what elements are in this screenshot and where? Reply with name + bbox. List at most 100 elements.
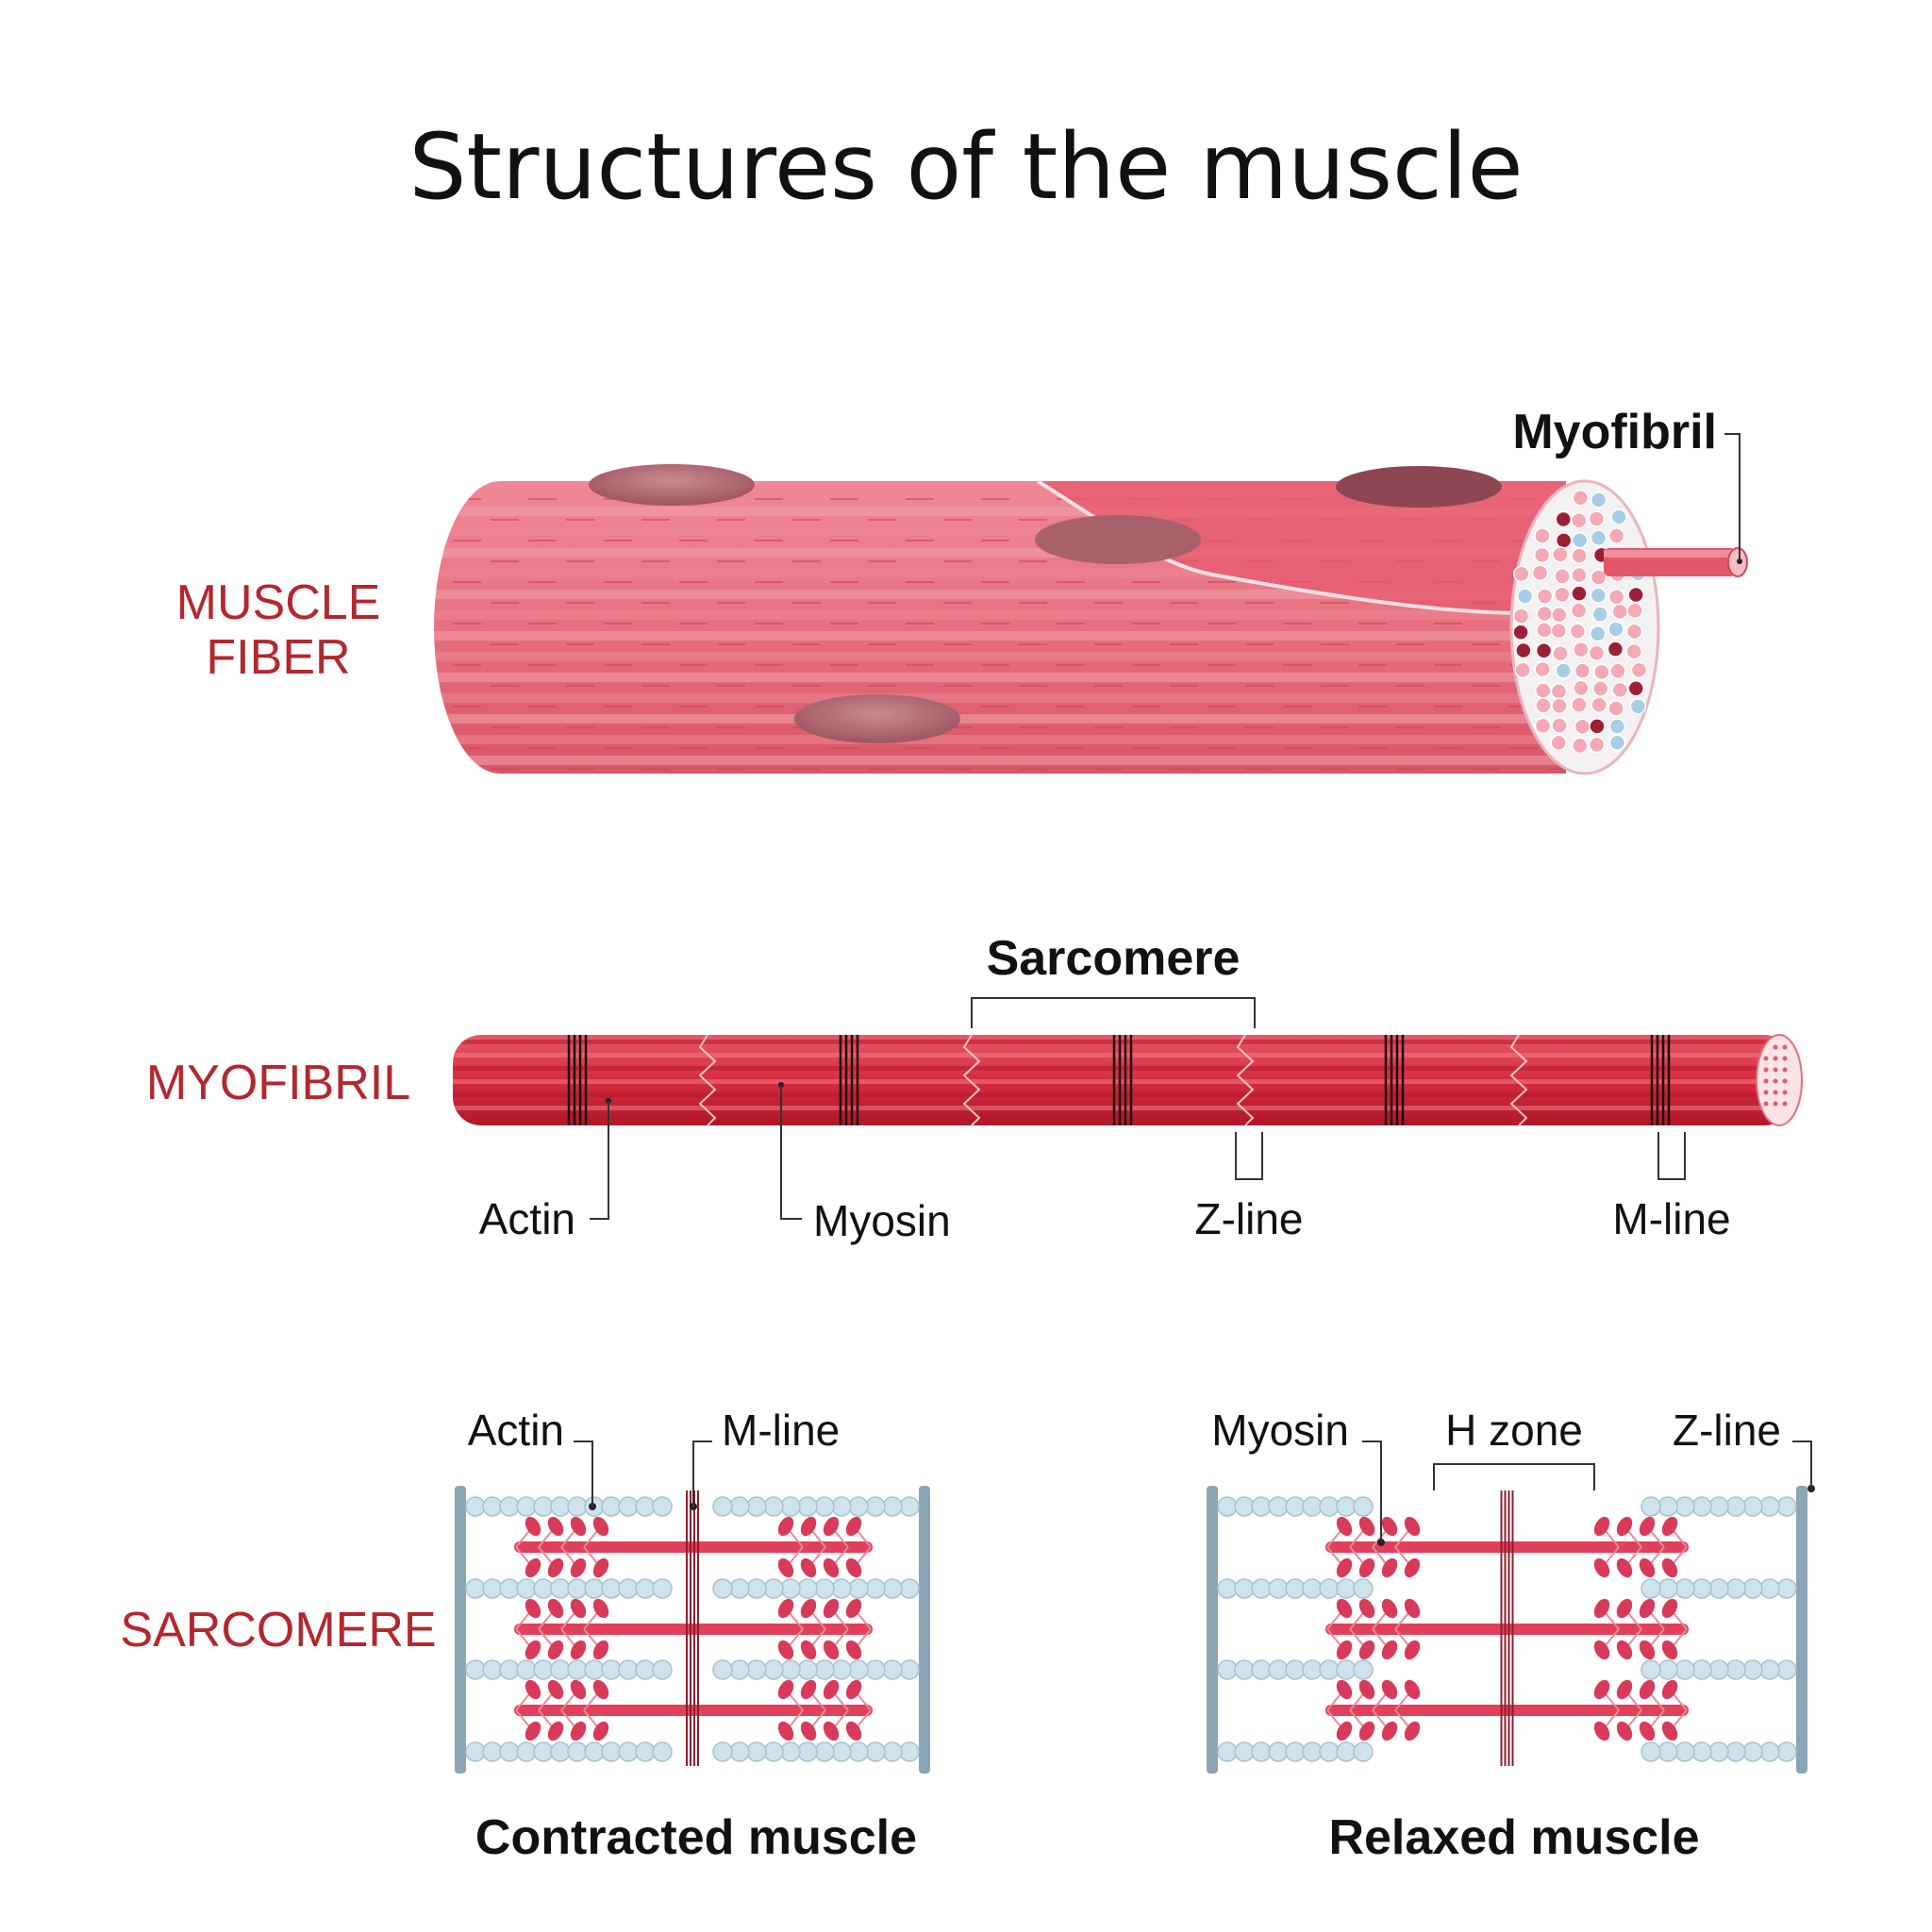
actin-bead xyxy=(1319,1578,1340,1599)
actin-bead xyxy=(1691,1496,1712,1517)
actin-bead xyxy=(1353,1578,1374,1599)
myofibril-end-dot xyxy=(1782,1056,1788,1061)
actin-bead xyxy=(533,1659,554,1680)
actin-bead xyxy=(1641,1578,1661,1599)
myosin-head xyxy=(1639,1557,1656,1578)
actin-bead xyxy=(465,1741,486,1762)
actin-bead xyxy=(618,1659,639,1680)
myosin-head xyxy=(592,1640,609,1660)
z-line-bar xyxy=(1207,1486,1218,1774)
fiber-stripe xyxy=(434,652,1566,661)
actin-bead xyxy=(1302,1578,1323,1599)
myofibril-band xyxy=(453,1092,1792,1097)
cross-section-dot xyxy=(1555,510,1573,528)
myosin-head xyxy=(1336,1679,1353,1700)
actin-bead xyxy=(780,1659,801,1680)
actin-bead xyxy=(635,1496,656,1517)
myosin-head xyxy=(1593,1557,1610,1578)
actin-bead xyxy=(533,1741,554,1762)
cross-section-dot xyxy=(1512,608,1530,625)
actin-bead xyxy=(482,1741,503,1762)
actin-bead xyxy=(567,1496,588,1517)
myosin-head xyxy=(1336,1516,1353,1537)
myosin-head xyxy=(1404,1598,1421,1619)
myosin-head xyxy=(845,1679,862,1700)
cross-section-dot xyxy=(1625,642,1642,660)
myosin-head xyxy=(800,1557,817,1578)
cross-section-dot xyxy=(1571,737,1589,755)
actin-bead xyxy=(1302,1741,1323,1762)
actin-bead xyxy=(848,1496,869,1517)
actin-bead xyxy=(831,1741,852,1762)
myofibril-end-dot xyxy=(1763,1067,1769,1073)
cross-section-dot xyxy=(1534,717,1552,735)
myosin-head xyxy=(823,1598,840,1619)
actin-bead xyxy=(1759,1741,1780,1762)
actin-bead xyxy=(1285,1659,1306,1680)
myosin-head xyxy=(1404,1557,1421,1578)
actin-bead xyxy=(618,1578,639,1599)
actin-bead xyxy=(584,1659,605,1680)
actin-bead xyxy=(882,1578,903,1599)
actin-bead xyxy=(618,1496,639,1517)
sarcomere-bracket xyxy=(971,997,1256,1028)
actin-bead xyxy=(1336,1578,1357,1599)
cross-section-dot xyxy=(1573,641,1590,658)
section-myofibril: MYOFIBRIL Sarcomere Actin Myosin Z-line … xyxy=(146,931,1803,1245)
myosin-head xyxy=(1593,1516,1610,1537)
actin-bead xyxy=(465,1496,486,1517)
actin-bead xyxy=(1742,1578,1763,1599)
actin-bead xyxy=(1285,1578,1306,1599)
myofibril-band xyxy=(453,1119,1792,1124)
myosin-rod xyxy=(1325,1541,1689,1553)
actin-bead xyxy=(1691,1578,1712,1599)
myosin-head xyxy=(547,1516,564,1537)
cross-section-dot xyxy=(1590,587,1607,604)
myosin-head xyxy=(1661,1598,1678,1619)
actin-bead xyxy=(1251,1578,1272,1599)
actin-bead xyxy=(1776,1659,1797,1680)
myosin-head xyxy=(1381,1721,1398,1741)
actin-bead xyxy=(1285,1741,1306,1762)
myosin-head xyxy=(1358,1598,1375,1619)
actin-bead xyxy=(652,1659,673,1680)
cross-section-dot xyxy=(1607,700,1624,717)
cross-section-dot xyxy=(1574,662,1591,679)
myofibril-end-dot xyxy=(1773,1101,1778,1107)
myosin-head xyxy=(570,1721,587,1741)
muscle-fiber-cylinder xyxy=(434,464,1660,775)
myofibril-z-line xyxy=(1236,1035,1255,1125)
myosin-head xyxy=(1336,1640,1353,1660)
myosin-head xyxy=(845,1516,862,1537)
myosin-head xyxy=(1616,1516,1633,1537)
actin-bead xyxy=(780,1741,801,1762)
muscle-fiber-label-line2: FIBER xyxy=(206,630,350,685)
actin-bead xyxy=(1725,1659,1746,1680)
fiber-striations xyxy=(434,486,1566,770)
cross-section-dot xyxy=(1513,565,1530,583)
actin-bead xyxy=(831,1659,852,1680)
actin-bead xyxy=(1217,1578,1238,1599)
actin-bead xyxy=(635,1659,656,1680)
actin-bead xyxy=(1319,1741,1340,1762)
relaxed-zline-callout: Z-line xyxy=(1673,1406,1781,1455)
myofibril-band xyxy=(453,1106,1792,1110)
actin-bead xyxy=(848,1659,869,1680)
actin-bead xyxy=(1657,1659,1678,1680)
myofibril-band xyxy=(453,1053,1792,1058)
actin-bead xyxy=(550,1578,571,1599)
cross-section-dot xyxy=(1607,527,1625,544)
relaxed-zline-leader xyxy=(1792,1441,1812,1489)
cross-section-dot xyxy=(1607,621,1624,638)
myosin-head xyxy=(1593,1721,1610,1741)
myofibril-band xyxy=(453,1079,1792,1084)
myofibril-end-cap xyxy=(1756,1034,1803,1126)
actin-bead xyxy=(1708,1741,1729,1762)
myosin-head xyxy=(1616,1679,1633,1700)
z-line-bar xyxy=(455,1486,466,1774)
cross-section-dot xyxy=(1590,491,1607,508)
myosin-head xyxy=(800,1679,817,1700)
actin-bead xyxy=(746,1578,767,1599)
actin-bead xyxy=(882,1659,903,1680)
myosin-head xyxy=(1661,1721,1678,1741)
